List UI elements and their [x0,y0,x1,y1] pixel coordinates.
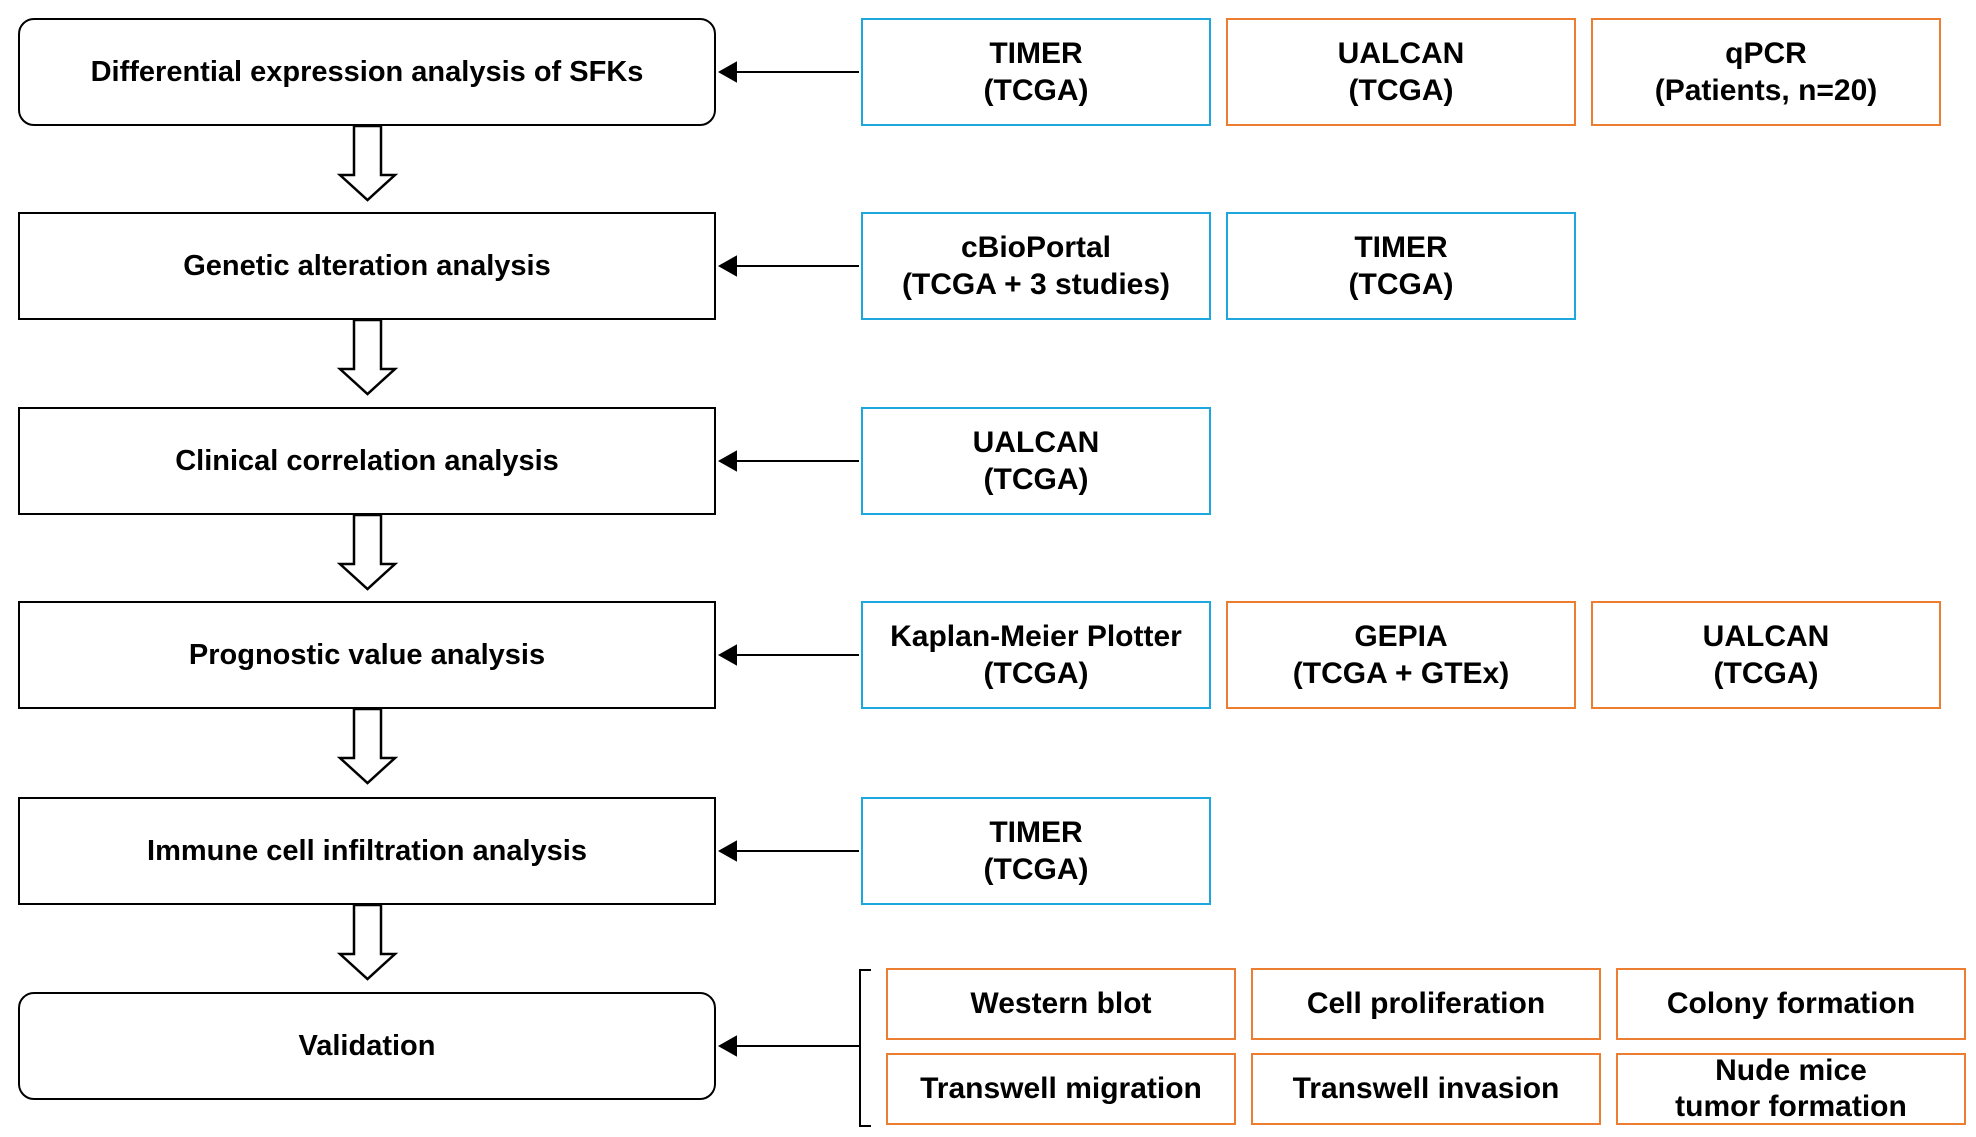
down-arrow [336,124,399,202]
down-arrow [336,513,399,591]
validation-label: Cell proliferation [1306,987,1546,1020]
left-arrow-head [717,840,737,862]
step-label: Genetic alteration analysis [183,249,551,282]
source-dataset: (Patients, n=20) [1654,74,1878,107]
source-timer: TIMER (TCGA) [861,18,1211,126]
validation-label: Nude mice [1715,1054,1867,1087]
validation-cell-proliferation: Cell proliferation [1251,968,1601,1040]
left-arrow-head [717,61,737,83]
source-name: GEPIA [1354,619,1448,653]
source-gepia: GEPIA (TCGA + GTEx) [1226,601,1576,709]
step-label: Validation [298,1029,436,1062]
down-arrow [336,707,399,785]
step-validation: Validation [18,992,716,1100]
left-arrow-head [717,450,737,472]
validation-label-line2: tumor formation [1675,1090,1907,1123]
source-ualcan: UALCAN (TCGA) [1591,601,1941,709]
left-arrow-head [717,1035,737,1057]
source-name: qPCR [1725,36,1807,70]
source-dataset: (TCGA) [1713,657,1819,690]
step-immune-infiltration: Immune cell infiltration analysis [18,797,716,905]
source-dataset: (TCGA + 3 studies) [901,268,1171,301]
step-label: Differential expression analysis of SFKs [90,55,644,88]
validation-label: Colony formation [1666,987,1916,1020]
source-dataset: (TCGA + GTEx) [1292,657,1510,690]
validation-transwell-invasion: Transwell invasion [1251,1053,1601,1125]
validation-label: Western blot [970,987,1152,1020]
step-clinical-correlation: Clinical correlation analysis [18,407,716,515]
down-arrow [336,318,399,396]
step-label: Immune cell infiltration analysis [147,834,587,867]
source-name: UALCAN [1337,36,1465,70]
step-prognostic-value: Prognostic value analysis [18,601,716,709]
validation-western-blot: Western blot [886,968,1236,1040]
source-kaplan-meier: Kaplan-Meier Plotter (TCGA) [861,601,1211,709]
step-label: Clinical correlation analysis [175,444,559,477]
source-name: cBioPortal [960,230,1112,264]
source-dataset: (TCGA) [1348,268,1454,301]
source-qpcr: qPCR (Patients, n=20) [1591,18,1941,126]
source-name: UALCAN [972,425,1100,459]
step-label: Prognostic value analysis [188,638,546,671]
source-timer: TIMER (TCGA) [1226,212,1576,320]
step-differential-expression: Differential expression analysis of SFKs [18,18,716,126]
source-dataset: (TCGA) [983,74,1089,107]
source-timer: TIMER (TCGA) [861,797,1211,905]
source-name: TIMER [1354,230,1448,264]
validation-label: Transwell invasion [1292,1072,1560,1105]
source-name: Kaplan-Meier Plotter [890,619,1182,653]
down-arrow [336,903,399,981]
validation-transwell-migration: Transwell migration [886,1053,1236,1125]
validation-colony-formation: Colony formation [1616,968,1966,1040]
validation-bracket [859,969,871,1127]
source-dataset: (TCGA) [1348,74,1454,107]
step-genetic-alteration: Genetic alteration analysis [18,212,716,320]
left-arrow-head [717,644,737,666]
source-name: UALCAN [1702,619,1830,653]
validation-nude-mice: Nude mice tumor formation [1616,1053,1966,1125]
source-ualcan: UALCAN (TCGA) [861,407,1211,515]
left-arrow-head [717,255,737,277]
validation-label: Transwell migration [920,1072,1202,1105]
source-dataset: (TCGA) [983,463,1089,496]
source-dataset: (TCGA) [983,853,1089,886]
source-name: TIMER [989,815,1083,849]
source-name: TIMER [989,36,1083,70]
source-ualcan: UALCAN (TCGA) [1226,18,1576,126]
source-dataset: (TCGA) [983,657,1089,690]
source-cbioportal: cBioPortal (TCGA + 3 studies) [861,212,1211,320]
